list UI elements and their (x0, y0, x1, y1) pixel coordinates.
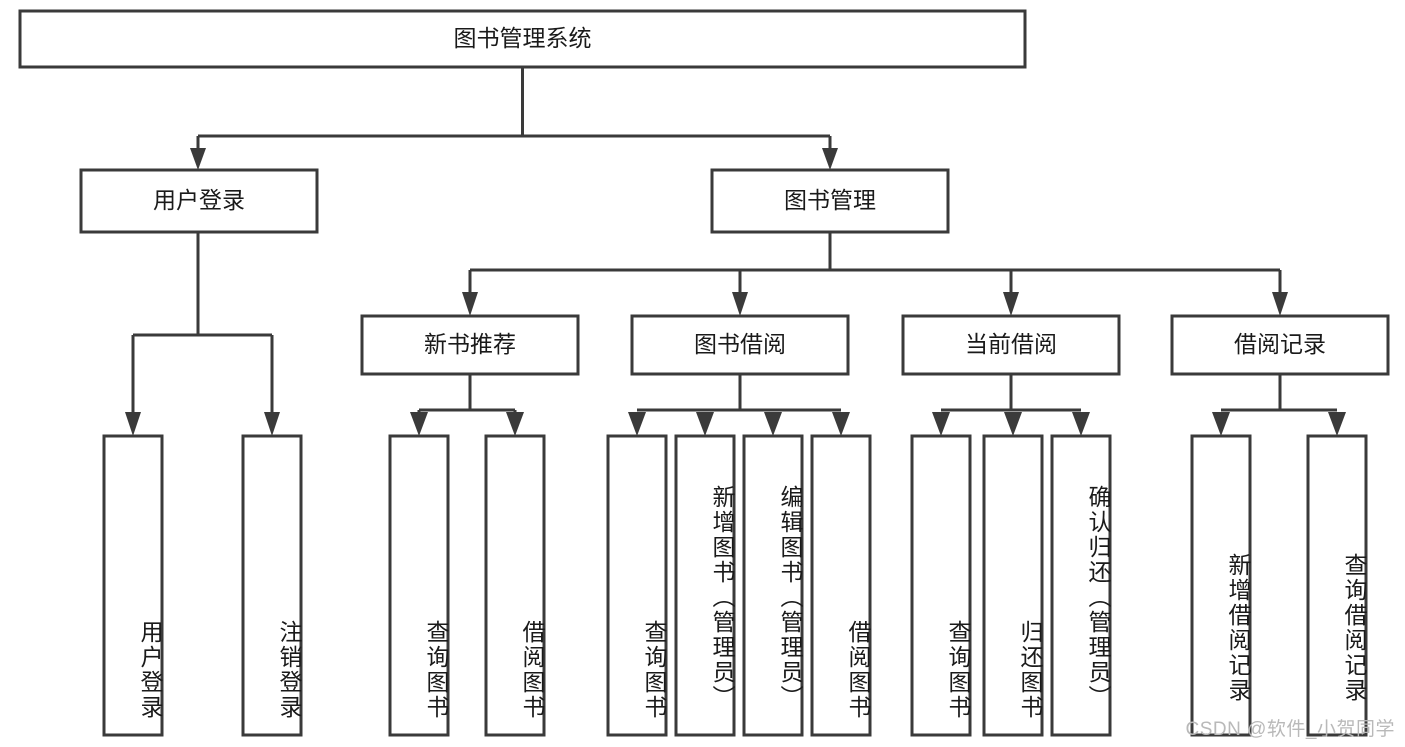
leaf-box-edit-book-admin[interactable] (742, 434, 804, 737)
arrow-head-leaf-logout (264, 412, 280, 436)
leaf-box-query-book-bb[interactable] (606, 434, 668, 737)
node-user-login-box[interactable] (79, 168, 319, 234)
leaf-box-group (102, 434, 1368, 737)
connector-group-login (125, 232, 280, 436)
node-borrow-record-box[interactable] (1170, 314, 1390, 376)
leaf-box-confirm-return[interactable] (1050, 434, 1112, 737)
arrow-head-nbr-leaf-1 (410, 412, 428, 436)
arrow-head-cb-leaf-1 (932, 412, 950, 436)
node-current-borrow[interactable]: 当前借阅 (901, 314, 1121, 376)
node-user-login-label: 用户登录 (153, 187, 245, 213)
node-borrow-record-label: 借阅记录 (1234, 331, 1326, 357)
arrow-head-new-book-rec (462, 292, 478, 316)
connector-group-borrow-record (1212, 374, 1346, 436)
leaf-box-query-book-nbr[interactable] (388, 434, 450, 737)
node-book-management[interactable]: 图书管理 (710, 168, 950, 234)
arrow-head-bb-leaf-2 (696, 412, 714, 436)
node-borrow-record[interactable]: 借阅记录 (1170, 314, 1390, 376)
arrow-head-bb-leaf-3 (764, 412, 782, 436)
leaf-box-return-book[interactable] (982, 434, 1044, 737)
node-book-borrow-box[interactable] (630, 314, 850, 376)
leaf-box-add-book-admin[interactable] (674, 434, 736, 737)
node-root[interactable]: 图书管理系统 (18, 9, 1027, 69)
arrow-head-cb-leaf-3 (1072, 412, 1090, 436)
arrow-head-book-borrow (732, 292, 748, 316)
leaf-box-borrow-book-bb[interactable] (810, 434, 872, 737)
leaf-box-add-borrow-record[interactable] (1190, 434, 1252, 737)
node-current-borrow-box[interactable] (901, 314, 1121, 376)
arrow-head-bb-leaf-4 (832, 412, 850, 436)
node-user-login[interactable]: 用户登录 (79, 168, 319, 234)
node-book-management-label: 图书管理 (784, 187, 876, 213)
connector-group-book-borrow (628, 374, 850, 436)
node-new-book-recommend[interactable]: 新书推荐 (360, 314, 580, 376)
arrow-head-br-leaf-2 (1328, 412, 1346, 436)
arrow-head-leaf-user-login (125, 412, 141, 436)
arrow-head-borrow-record (1272, 292, 1288, 316)
node-root-box[interactable] (18, 9, 1027, 69)
node-root-label: 图书管理系统 (454, 25, 592, 51)
arrow-head-login (190, 148, 206, 170)
leaf-box-borrow-book-nbr[interactable] (484, 434, 546, 737)
node-new-book-recommend-label: 新书推荐 (424, 331, 516, 357)
arrow-head-cb-leaf-2 (1004, 412, 1022, 436)
node-book-borrow[interactable]: 图书借阅 (630, 314, 850, 376)
arrow-head-br-leaf-1 (1212, 412, 1230, 436)
arrow-head-current-borrow (1003, 292, 1019, 316)
watermark: CSDN @软件_小贺同学 (1185, 719, 1395, 740)
arrow-head-books (822, 148, 838, 170)
connector-group-books (462, 232, 1288, 316)
connector-group-new-book-rec (410, 374, 524, 436)
leaf-box-query-borrow-record[interactable] (1306, 434, 1368, 737)
leaf-box-query-book-cb[interactable] (910, 434, 972, 737)
arrow-head-bb-leaf-1 (628, 412, 646, 436)
node-book-borrow-label: 图书借阅 (694, 331, 786, 357)
node-current-borrow-label: 当前借阅 (965, 331, 1057, 357)
node-new-book-recommend-box[interactable] (360, 314, 580, 376)
connector-group-current-borrow (932, 374, 1090, 436)
leaf-box-logout[interactable] (241, 434, 303, 737)
arrow-head-nbr-leaf-2 (506, 412, 524, 436)
leaf-box-user-login[interactable] (102, 434, 164, 737)
connector-group-root (190, 67, 838, 170)
node-book-management-box[interactable] (710, 168, 950, 234)
